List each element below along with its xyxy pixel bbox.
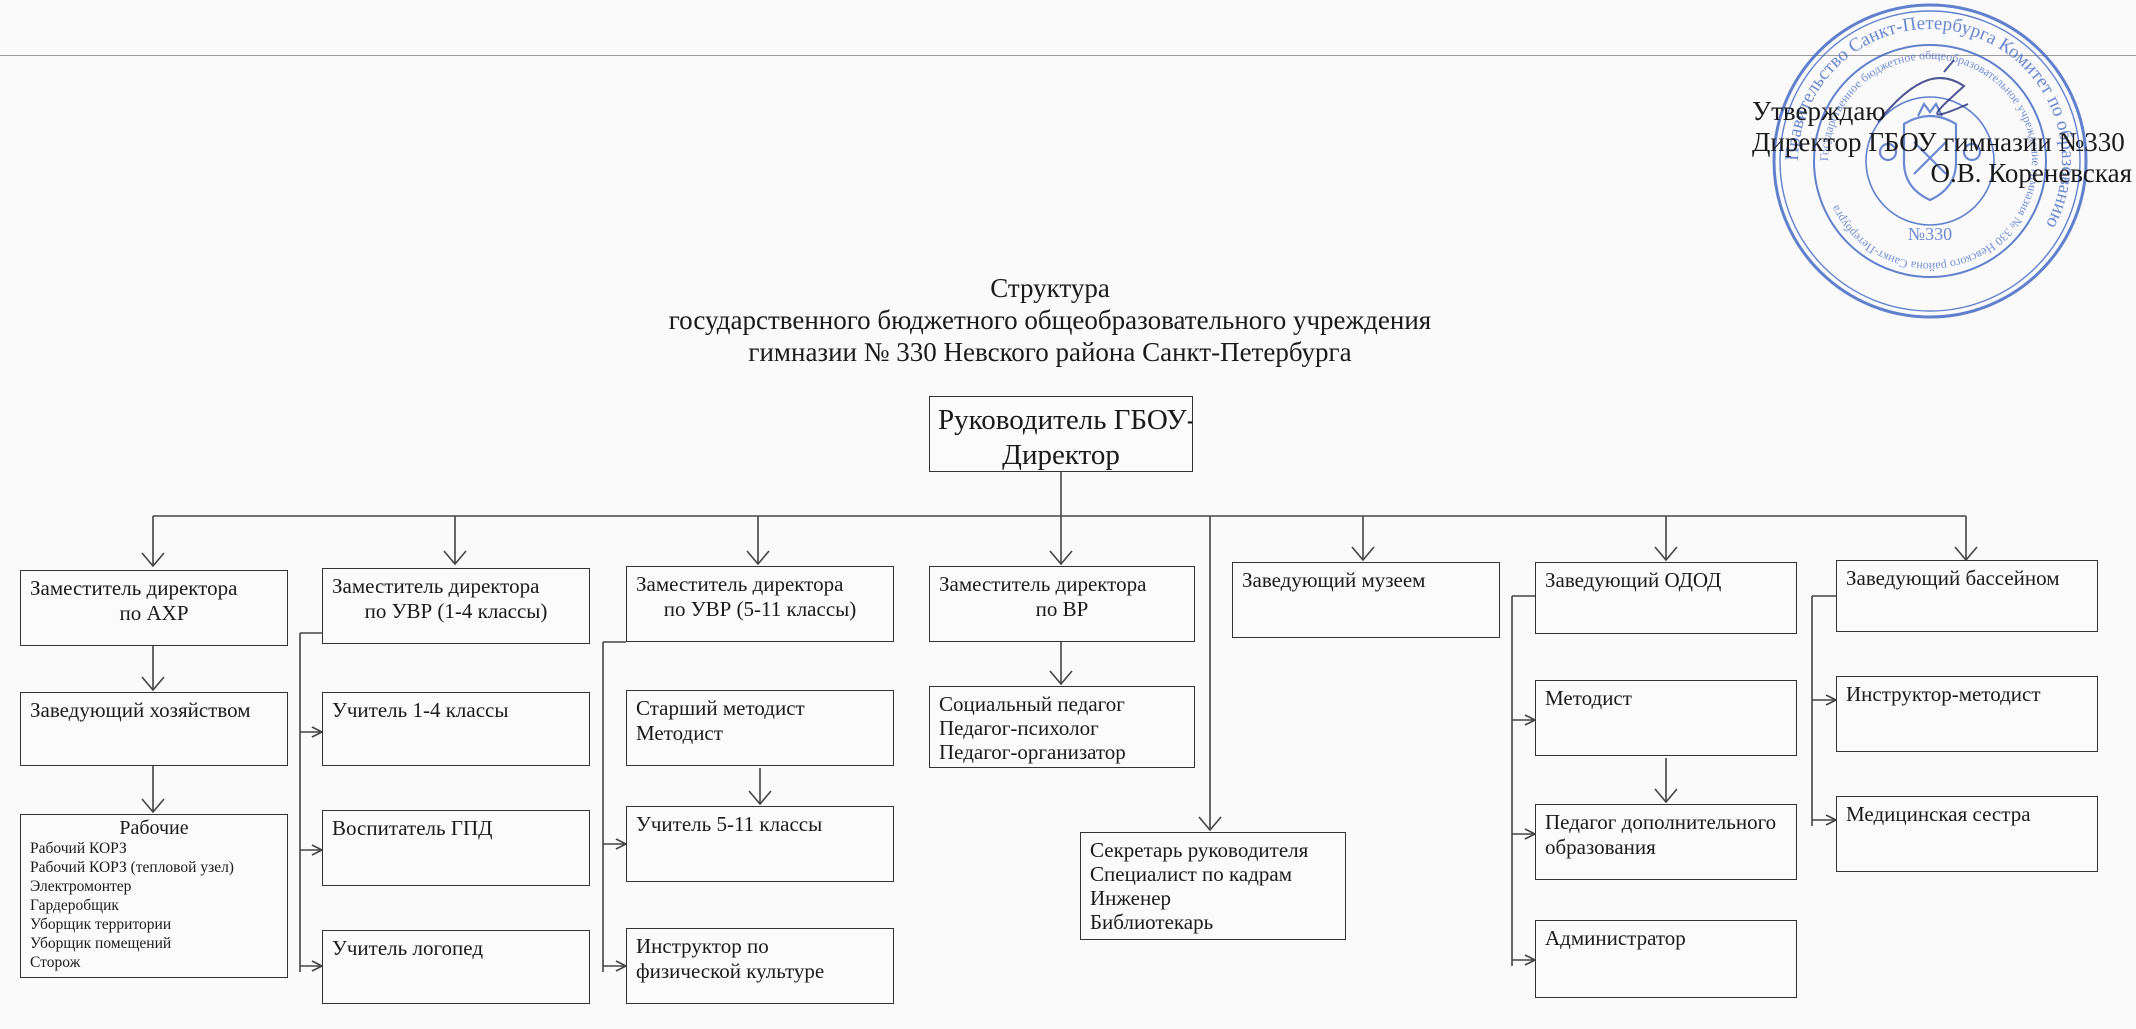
workers-item: Рабочий КОРЗ [30, 840, 127, 857]
workers-item: Сторож [30, 954, 81, 971]
odod-teacher-box: Педагог дополнительного образования [1535, 804, 1797, 880]
vr-staff-box: Социальный педагог Педагог-психолог Педа… [929, 686, 1195, 768]
title-line-2: государственного бюджетного общеобразова… [668, 305, 1432, 335]
nurse-box: Медицинская сестра [1836, 796, 2098, 872]
approval-block: Утверждаю Директор ГБОУ гимназии №330 О.… [1752, 96, 2136, 189]
administrator-label: Администратор [1545, 926, 1686, 950]
title-line-3: гимназии № 330 Невского района Санкт-Пет… [748, 337, 1352, 367]
odod-methodist-box: Методист [1535, 680, 1797, 756]
top-rule [0, 55, 2136, 56]
deputy-uvr14-line-2: по УВР (1-4 классы) [364, 599, 548, 623]
workers-item: Электромонтер [30, 878, 132, 895]
gpd-educator-label: Воспитатель ГПД [332, 816, 493, 840]
approval-line-3: О.В. Кореневская [1930, 158, 2132, 188]
odod-methodist-label: Методист [1545, 686, 1632, 710]
deputy-uvr14-box: Заместитель директора по УВР (1-4 классы… [322, 568, 590, 644]
director-line-1: Руководитель ГБОУ- [938, 404, 1193, 436]
workers-item: Рабочий КОРЗ (тепловой узел) [30, 859, 234, 876]
deputy-uvr14-line-1: Заместитель директора [332, 574, 540, 598]
director-box: Руководитель ГБОУ- Директор [929, 396, 1193, 472]
pe-instructor-box: Инструктор по физической культуре [626, 928, 894, 1004]
pe-instructor-line-1: Инструктор по [636, 934, 769, 958]
deputy-ahr-line-1: Заместитель директора [30, 576, 238, 600]
speech-therapist-label: Учитель логопед [332, 936, 484, 960]
secretary-item: Секретарь руководителя [1090, 838, 1309, 862]
title-line-1: Структура [990, 273, 1110, 303]
pe-instructor-line-2: физической культуре [636, 959, 825, 983]
museum-head-label: Заведующий музеем [1242, 568, 1426, 592]
odod-head-label: Заведующий ОДОД [1545, 568, 1722, 592]
deputy-vr-box: Заместитель директора по ВР [929, 566, 1195, 642]
odod-teacher-line-1: Педагог дополнительного [1545, 810, 1777, 834]
coat-of-arms-icon [1878, 101, 1982, 202]
secretary-box: Секретарь руководителя Специалист по кад… [1080, 832, 1346, 940]
odod-teacher-line-2: образования [1545, 835, 1656, 859]
pool-instructor-box: Инструктор-методист [1836, 676, 2098, 752]
methodist-senior-line-2: Методист [636, 721, 723, 745]
workers-item: Уборщик помещений [30, 935, 172, 952]
speech-therapist-box: Учитель логопед [322, 930, 590, 1004]
methodist-senior-line-1: Старший методист [636, 696, 805, 720]
administrator-box: Администратор [1535, 920, 1797, 998]
methodist-senior-box: Старший методист Методист [626, 690, 894, 766]
vr-staff-item: Педагог-психолог [939, 716, 1099, 740]
museum-head-box: Заведующий музеем [1232, 562, 1500, 638]
pool-instructor-label: Инструктор-методист [1846, 682, 2041, 706]
secretary-item: Библиотекарь [1090, 910, 1214, 934]
deputy-vr-line-1: Заместитель директора [939, 572, 1147, 596]
household-manager-box: Заведующий хозяйством [20, 692, 288, 766]
deputy-uvr511-box: Заместитель директора по УВР (5-11 класс… [626, 566, 894, 642]
workers-box: Рабочие Рабочий КОРЗ Рабочий КОРЗ (тепло… [20, 814, 288, 978]
secretary-item: Инженер [1090, 886, 1172, 910]
approval-line-2: Директор ГБОУ гимназии №330 [1752, 127, 2125, 157]
teacher-5-11-label: Учитель 5-11 классы [636, 812, 823, 836]
deputy-ahr-box: Заместитель директора по АХР [20, 570, 288, 646]
workers-item: Гардеробщик [30, 897, 119, 914]
workers-item: Уборщик территории [30, 916, 172, 933]
nurse-label: Медицинская сестра [1846, 802, 2031, 826]
approval-line-1: Утверждаю [1752, 96, 1886, 126]
seal-number: №330 [1908, 224, 1952, 244]
teacher-1-4-box: Учитель 1-4 классы [322, 692, 590, 766]
deputy-uvr511-line-1: Заместитель директора [636, 572, 844, 596]
household-manager-label: Заведующий хозяйством [30, 698, 251, 722]
teacher-1-4-label: Учитель 1-4 классы [332, 698, 509, 722]
workers-title: Рабочие [119, 817, 189, 839]
teacher-5-11-box: Учитель 5-11 классы [626, 806, 894, 882]
pool-head-label: Заведующий бассейном [1846, 566, 2060, 590]
signature-icon [1877, 59, 1969, 123]
gpd-educator-box: Воспитатель ГПД [322, 810, 590, 886]
odod-head-box: Заведующий ОДОД [1535, 562, 1797, 634]
document-title: Структура государственного бюджетного об… [560, 272, 1540, 368]
vr-staff-item: Педагог-организатор [939, 740, 1126, 764]
secretary-item: Специалист по кадрам [1090, 862, 1293, 886]
deputy-uvr511-line-2: по УВР (5-11 классы) [663, 597, 857, 621]
official-seal: Правительство Санкт-Петербурга Комитет п… [1772, 3, 2088, 319]
pool-head-box: Заведующий бассейном [1836, 560, 2098, 632]
deputy-vr-line-2: по ВР [1035, 597, 1089, 621]
deputy-ahr-line-2: по АХР [119, 601, 189, 625]
director-line-2: Директор [1002, 439, 1120, 471]
vr-staff-item: Социальный педагог [939, 692, 1125, 716]
